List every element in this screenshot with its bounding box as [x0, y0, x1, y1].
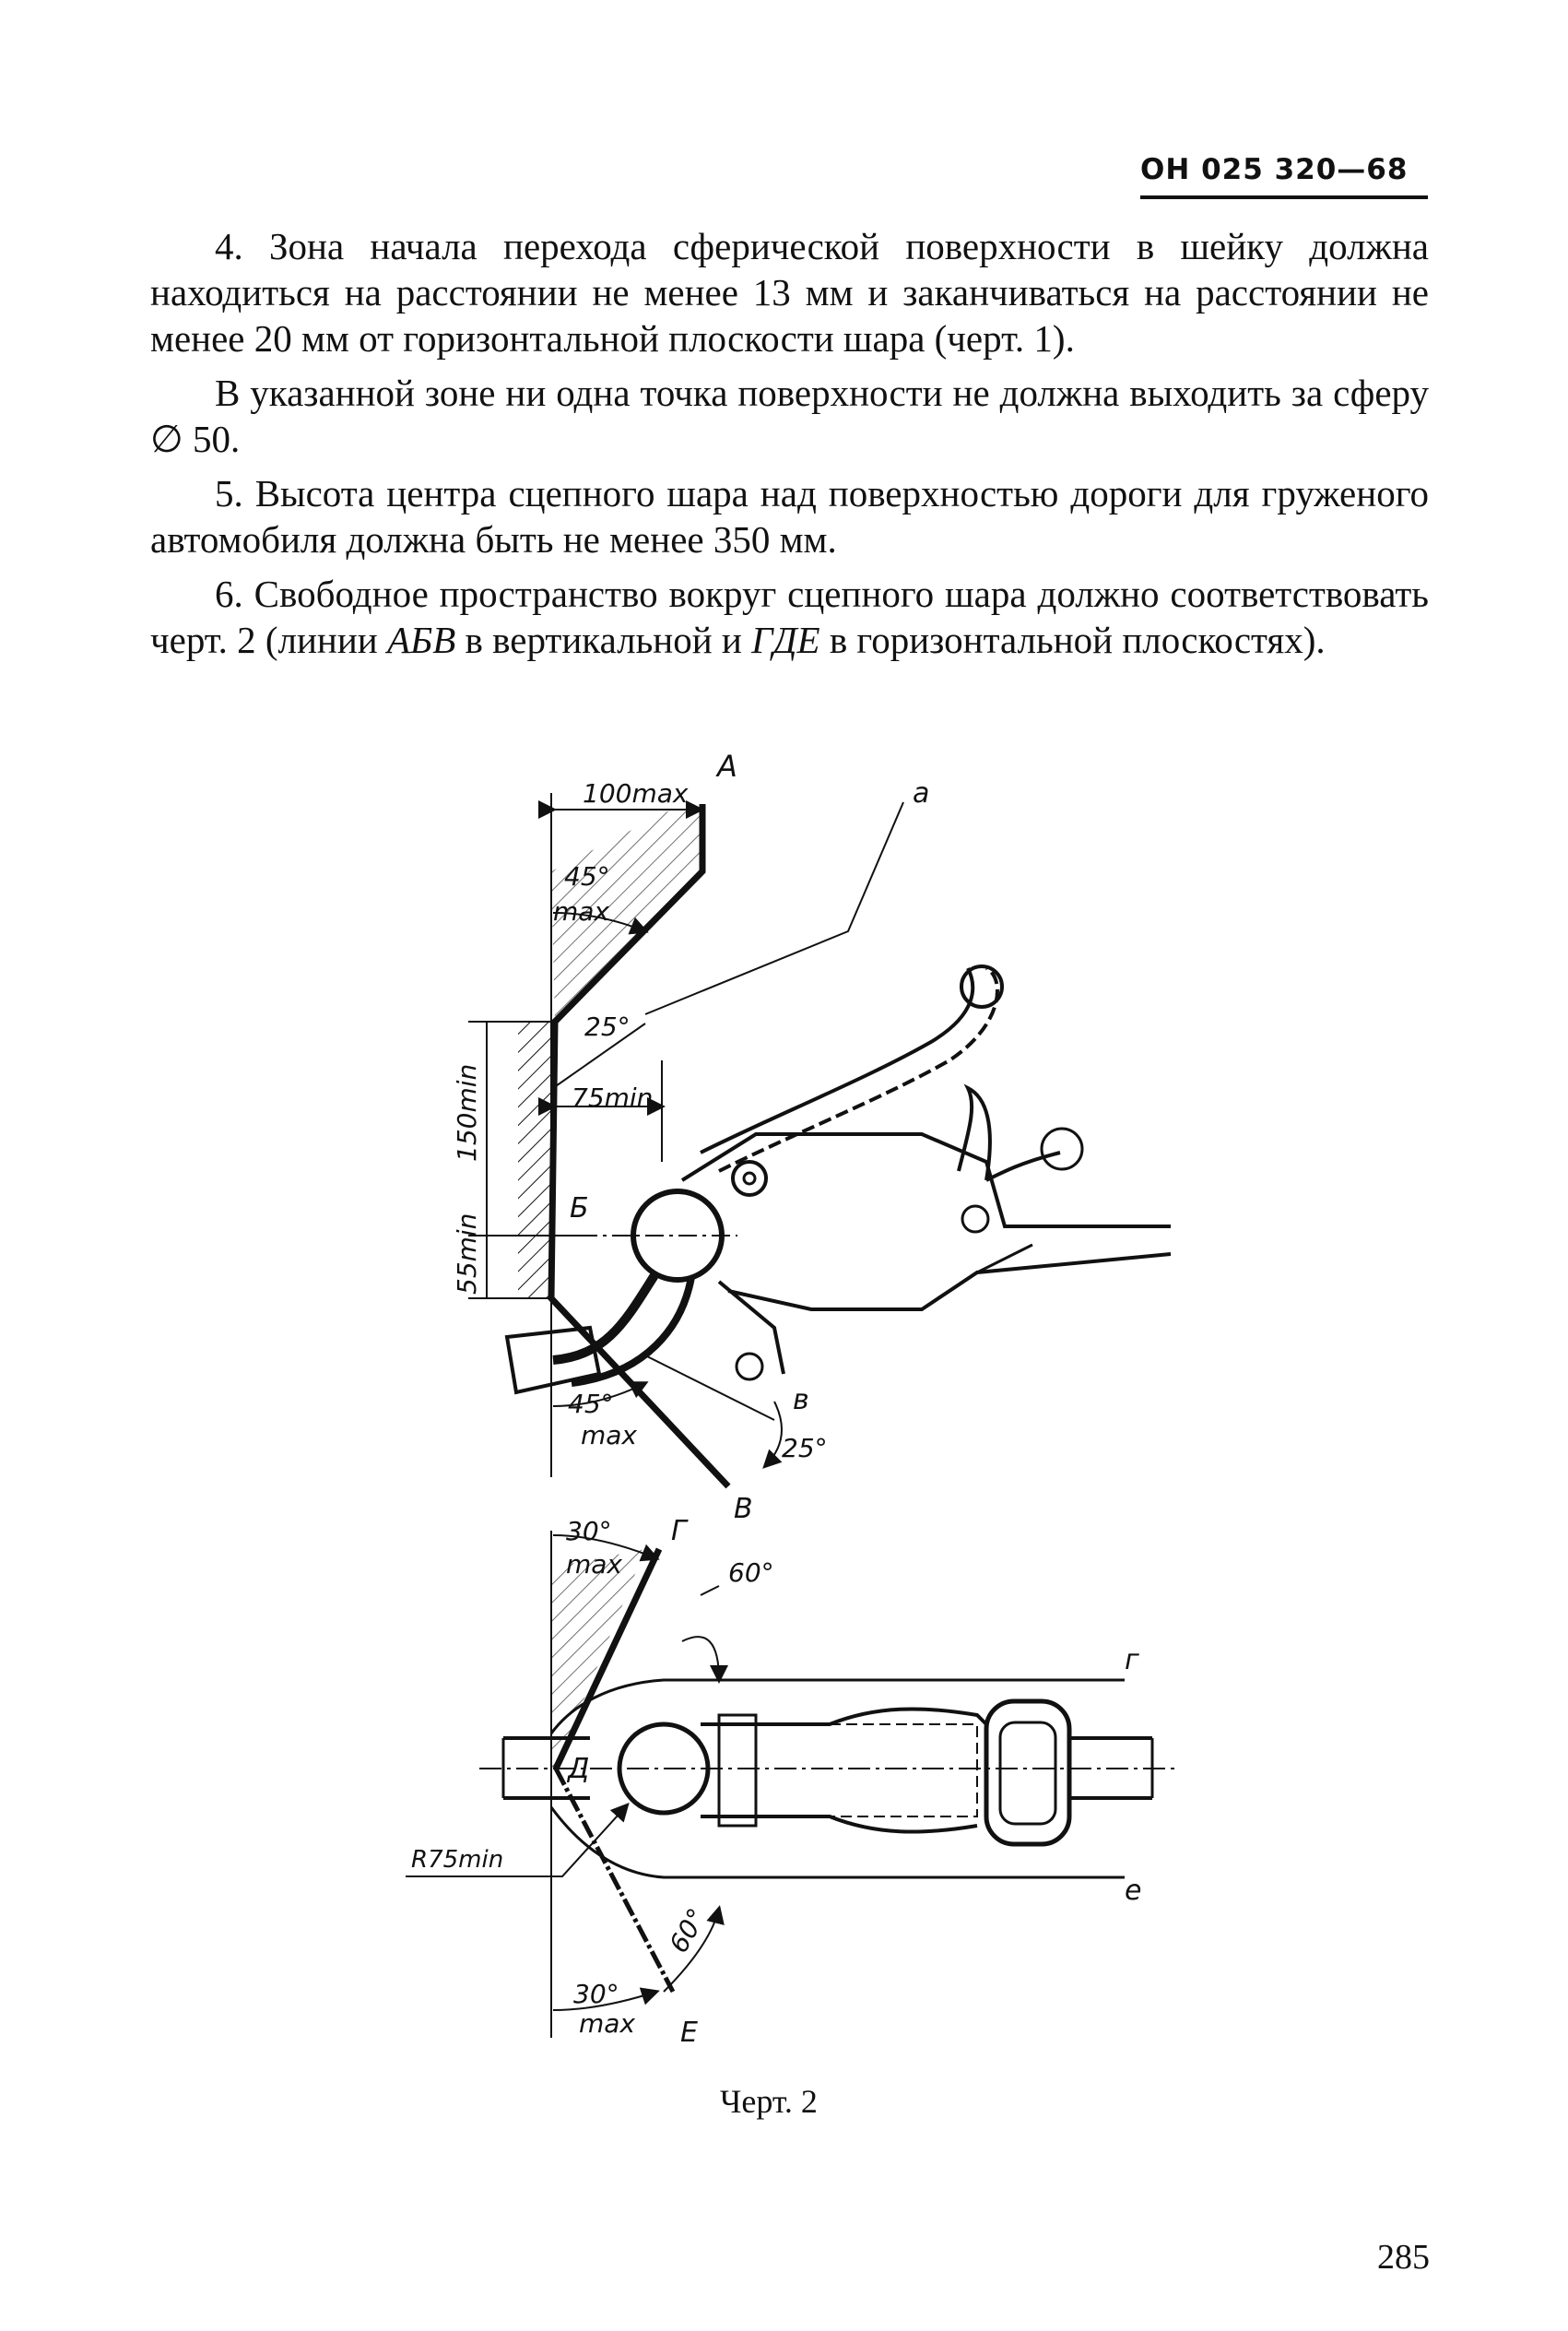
label-E: Е: [680, 2017, 698, 2049]
label-30-bottom: 30°: [573, 1979, 619, 2009]
page-number: 285: [1377, 2238, 1430, 2277]
label-25-top: 25°: [584, 1012, 631, 1042]
horizontal-plane-view: [406, 1531, 1180, 2038]
label-V: В: [734, 1493, 753, 1525]
header-rule: [1140, 195, 1428, 199]
figure-caption: Черт. 2: [720, 2083, 818, 2120]
label-30-top: 30°: [566, 1516, 612, 1546]
label-a: а: [913, 777, 929, 810]
label-B: Б: [570, 1192, 589, 1225]
label-max-top: max: [553, 896, 609, 927]
label-60-top: 60°: [728, 1557, 774, 1588]
document-code: ОН 025 320—68: [1140, 153, 1409, 186]
paragraph-6: 6. Свободное пространство вокруг сцепног…: [150, 573, 1429, 661]
label-55min: 55min: [452, 1213, 482, 1295]
label-v: в: [793, 1384, 809, 1416]
label-150min: 150min: [452, 1064, 482, 1162]
label-25-bottom: 25°: [782, 1433, 828, 1463]
vertical-plane-view: [468, 793, 1172, 1489]
label-e: е: [1125, 1875, 1141, 1907]
body-text: 4. Зона начала перехода сферической пове…: [150, 223, 1429, 671]
label-100max: 100max: [583, 778, 689, 809]
paragraph-5: 5. Высота центра сцепного шара над повер…: [150, 472, 1429, 561]
label-G: Г: [671, 1515, 689, 1547]
label-D: Д: [566, 1753, 589, 1785]
paragraph-4: 4. Зона начала перехода сферической пове…: [150, 225, 1429, 360]
label-R75min: R75min: [411, 1846, 503, 1874]
label-max-30-top: max: [566, 1549, 622, 1580]
label-45-top: 45°: [564, 861, 610, 892]
label-A: А: [715, 749, 737, 784]
drawing-labels: А а 100max 45° max 25° 75min 150min 55mi…: [411, 749, 1141, 2049]
label-45-bottom: 45°: [568, 1389, 614, 1419]
label-max-30-bottom: max: [579, 2008, 635, 2039]
label-max-bottom: max: [581, 1420, 637, 1450]
label-60-bottom: 60°: [663, 1903, 712, 1958]
label-g: г: [1125, 1644, 1139, 1676]
paragraph-4-note: В указанной зоне ни одна точка поверхнос…: [150, 372, 1429, 460]
label-75min: 75min: [572, 1083, 653, 1113]
